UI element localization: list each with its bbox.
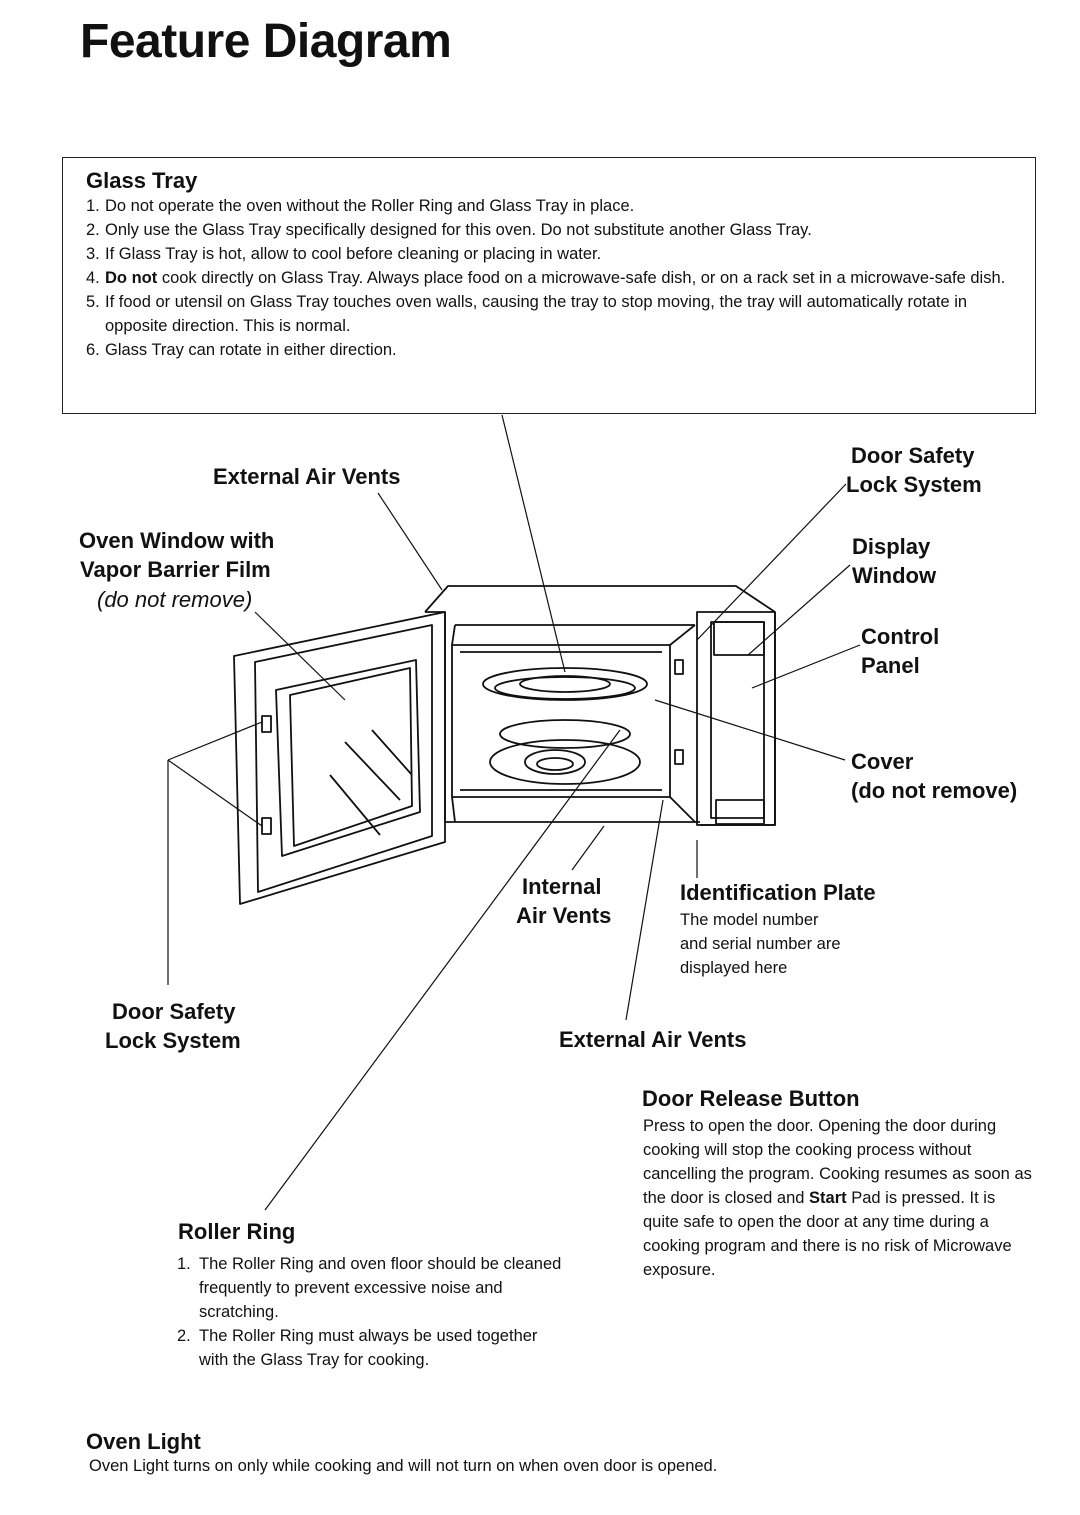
label-oven-window-line2: Vapor Barrier Film (80, 557, 271, 582)
glass-tray-item: 6.Glass Tray can rotate in either direct… (86, 341, 397, 359)
label-control-panel-line1: Control (861, 624, 940, 649)
page-title: Feature Diagram (80, 15, 452, 68)
roller-ring-list: 1.The Roller Ring and oven floor should … (177, 1252, 567, 1372)
label-oven-window-note: (do not remove) (97, 587, 253, 612)
label-display-window-line1: Display (852, 534, 931, 559)
door-release-heading: Door Release Button (642, 1086, 860, 1111)
identification-plate-heading: Identification Plate (680, 880, 876, 905)
label-cover-line2: (do not remove) (851, 778, 1018, 803)
label-external-air-vents-top: External Air Vents (213, 464, 401, 489)
identification-plate-line: and serial number are (680, 935, 841, 953)
label-internal-air-vents-line1: Internal (522, 874, 602, 899)
label-door-safety-left-line1: Door Safety (112, 999, 236, 1024)
leader-roller-ring (264, 729, 621, 1211)
label-oven-window-line1: Oven Window with (79, 528, 275, 553)
glass-tray-item: 3.If Glass Tray is hot, allow to cool be… (86, 245, 602, 263)
roller-ring-item: 2.The Roller Ring must always be used to… (177, 1327, 538, 1369)
glass-tray-item: 1.Do not operate the oven without the Ro… (86, 197, 635, 215)
label-door-safety-right-line2: Lock System (846, 472, 982, 497)
leader-door-safety-right (696, 483, 847, 641)
roller-ring-heading: Roller Ring (178, 1219, 296, 1244)
leader-glass-tray (501, 414, 566, 673)
glass-tray-item: 4.Do not cook directly on Glass Tray. Al… (86, 269, 1006, 287)
door-release-text: Press to open the door. Opening the door… (643, 1117, 1032, 1279)
label-external-air-vents-bottom: External Air Vents (559, 1027, 747, 1052)
roller-ring-item: 1.The Roller Ring and oven floor should … (177, 1255, 562, 1321)
identification-plate-line: displayed here (680, 959, 788, 977)
identification-plate-line: The model number (680, 911, 819, 929)
label-cover-line1: Cover (851, 749, 914, 774)
label-door-safety-right-line1: Door Safety (851, 443, 975, 468)
glass-tray-item: 2.Only use the Glass Tray specifically d… (86, 221, 812, 239)
label-display-window-line2: Window (852, 563, 937, 588)
leader-control-panel (751, 644, 861, 689)
leader-external-air-vents-top (377, 492, 443, 591)
leader-internal-air-vents (571, 825, 605, 871)
oven-light-text: Oven Light turns on only while cooking a… (89, 1457, 718, 1475)
oven-light-heading: Oven Light (86, 1429, 201, 1454)
leader-door-safety-left (167, 721, 263, 985)
leader-display-window (747, 564, 851, 656)
glass-tray-list: 1.Do not operate the oven without the Ro… (86, 194, 1016, 362)
leader-cover (654, 699, 846, 761)
glass-tray-heading: Glass Tray (86, 168, 198, 193)
label-internal-air-vents-line2: Air Vents (516, 903, 612, 928)
label-control-panel-line2: Panel (861, 653, 920, 678)
glass-tray-box (62, 157, 1036, 414)
glass-tray-item: 5.If food or utensil on Glass Tray touch… (86, 293, 968, 335)
leader-oven-window (254, 611, 346, 701)
label-door-safety-left-line2: Lock System (105, 1028, 241, 1053)
leader-external-air-vents-bottom (625, 799, 664, 1021)
